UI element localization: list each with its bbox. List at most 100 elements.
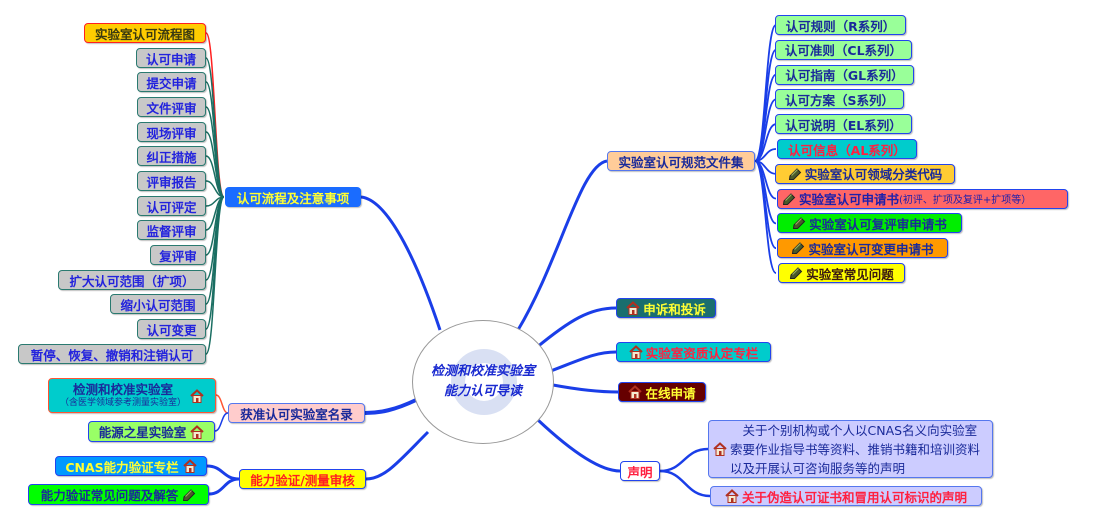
- node-label: 能源之星实验室: [98, 425, 187, 440]
- docs-item[interactable]: 认可说明（EL系列）: [775, 114, 912, 135]
- node-label: 认可评定: [146, 199, 197, 215]
- node-label: 在线申请: [645, 385, 696, 401]
- process-item[interactable]: 监督评审: [137, 220, 206, 240]
- docs-item[interactable]: 实验室认可变更申请书: [777, 238, 948, 259]
- directory-item[interactable]: 检测和校准实验室（含医学领域参考测量实验室）: [48, 378, 216, 413]
- node-label: 文件评审: [146, 100, 197, 116]
- process-item[interactable]: 扩大认可范围（扩项）: [58, 270, 206, 290]
- process-item[interactable]: 文件评审: [137, 97, 206, 117]
- pencil-icon: [788, 167, 802, 181]
- process-item[interactable]: 认可变更: [137, 319, 206, 339]
- statement-item[interactable]: 关于个别机构或个人以CNAS名义向实验室索要作业指导书等资料、推销书籍和培训资料…: [708, 420, 993, 478]
- connector-proficiency: [365, 430, 430, 481]
- central-topic-line1: 检测和校准实验室: [430, 364, 535, 379]
- proficiency-item[interactable]: 能力验证常见问题及解答: [28, 484, 209, 505]
- branch-online[interactable]: 在线申请: [618, 382, 706, 402]
- process-item[interactable]: 纠正措施: [137, 146, 206, 166]
- docs-item[interactable]: 实验室常见问题: [778, 263, 905, 283]
- docs-item[interactable]: 认可规则（R系列）: [775, 15, 906, 35]
- proficiency-item[interactable]: CNAS能力验证专栏: [55, 456, 207, 476]
- connector-online: [552, 383, 619, 394]
- docs-item[interactable]: 认可方案（S系列）: [775, 89, 904, 110]
- branch-proficiency[interactable]: 能力验证/测量审核: [239, 469, 366, 489]
- connector-docs: [516, 159, 608, 331]
- node-label: 暂停、恢复、撤销和注销认可: [30, 347, 194, 363]
- process-item[interactable]: 复评审: [150, 245, 206, 265]
- node-label: 申诉和投诉: [643, 301, 706, 317]
- node-label: 实验室认可流程图: [94, 26, 195, 42]
- branch-process[interactable]: 认可流程及注意事项: [225, 187, 361, 207]
- node-label: 缩小认可范围: [120, 297, 196, 313]
- docs-item[interactable]: 认可指南（GL系列）: [775, 64, 914, 85]
- statement-item[interactable]: 关于伪造认可证书和冒用认可标识的声明: [710, 486, 982, 506]
- pencil-icon: [182, 488, 196, 502]
- process-item[interactable]: 暂停、恢复、撤销和注销认可: [18, 344, 206, 364]
- connector-directory-item: [214, 412, 229, 432]
- house-icon: [629, 345, 643, 359]
- directory-item[interactable]: 能源之星实验室: [88, 421, 215, 442]
- branch-qualification[interactable]: 实验室资质认定专栏: [616, 342, 771, 362]
- node-label: 实验室认可规范文件集: [618, 154, 744, 170]
- pencil-icon: [792, 216, 806, 230]
- process-item[interactable]: 现场评审: [137, 122, 206, 142]
- node-label: 获准认可实验室名录: [240, 406, 353, 422]
- process-item[interactable]: 认可评定: [137, 196, 206, 216]
- house-icon: [713, 442, 727, 456]
- node-label: 认可说明（EL系列）: [785, 117, 902, 133]
- house-icon: [626, 301, 640, 315]
- process-item[interactable]: 缩小认可范围: [110, 294, 206, 314]
- node-label: 关于个别机构或个人以CNAS名义向实验室索要作业指导书等资料、推销书籍和培训资料…: [730, 422, 981, 476]
- connector-process: [360, 195, 442, 331]
- connector-statement-item: [659, 447, 709, 473]
- house-icon: [725, 489, 739, 503]
- central-topic[interactable]: 检测和校准实验室 能力认可导读: [412, 320, 554, 444]
- house-icon: [190, 424, 204, 439]
- node-note: (初评、扩项及复评+扩项等）: [899, 195, 1032, 207]
- process-item[interactable]: 评审报告: [137, 171, 206, 191]
- node-label: 提交申请: [146, 75, 197, 91]
- node-label: 认可变更: [146, 322, 197, 338]
- node-label: 认可规则（R系列）: [785, 18, 896, 34]
- connector-process-item: [205, 32, 225, 198]
- connector-statement: [536, 418, 621, 473]
- process-item[interactable]: 提交申请: [137, 72, 206, 92]
- node-label: 认可流程及注意事项: [236, 190, 350, 206]
- node-label: 扩大认可范围（扩项）: [69, 273, 195, 289]
- process-item[interactable]: 实验室认可流程图: [84, 23, 206, 43]
- node-label: 声明: [627, 464, 653, 480]
- node-label: 检测和校准实验室: [72, 382, 173, 398]
- node-label: 监督评审: [146, 223, 197, 239]
- docs-item[interactable]: 实验室认可领域分类代码: [775, 163, 955, 184]
- docs-item[interactable]: 实验室认可申请书(初评、扩项及复评+扩项等）: [777, 188, 1068, 209]
- docs-item[interactable]: 认可信息（AL系列）: [777, 139, 917, 159]
- connector-qualification: [547, 350, 617, 374]
- branch-directory[interactable]: 获准认可实验室名录: [228, 403, 365, 423]
- connector-complaint: [535, 306, 617, 350]
- node-label: 认可方案（S系列）: [784, 92, 894, 108]
- central-topic-line2: 能力认可导读: [443, 384, 522, 399]
- node-label: 实验室认可领域分类代码: [804, 167, 943, 183]
- docs-item[interactable]: 实验室认可复评审申请书: [777, 213, 962, 234]
- connector-process-item: [205, 196, 225, 355]
- house-icon: [182, 459, 197, 473]
- node-label: 能力验证/测量审核: [250, 472, 355, 488]
- house-icon: [190, 388, 204, 403]
- branch-complaint[interactable]: 申诉和投诉: [616, 298, 716, 318]
- node-label: 实验室认可申请书: [799, 192, 900, 208]
- node-label: 实验室认可复评审申请书: [809, 216, 947, 232]
- pencil-icon: [791, 241, 805, 255]
- connector-directory: [364, 398, 417, 415]
- node-label: 纠正措施: [146, 149, 197, 165]
- connector-docs-item: [754, 160, 777, 274]
- connector-proficiency-item: [208, 477, 240, 496]
- node-label: 实验室资质认定专栏: [645, 345, 759, 361]
- house-icon: [628, 385, 643, 399]
- connector-proficiency-item: [206, 464, 240, 481]
- node-label: 现场评审: [146, 125, 197, 141]
- node-label: 认可指南（GL系列）: [785, 68, 904, 84]
- docs-item[interactable]: 认可准则（CL系列）: [775, 39, 912, 60]
- branch-statement[interactable]: 声明: [620, 461, 660, 481]
- branch-docs[interactable]: 实验室认可规范文件集: [607, 151, 755, 171]
- process-item[interactable]: 认可申请: [136, 48, 206, 68]
